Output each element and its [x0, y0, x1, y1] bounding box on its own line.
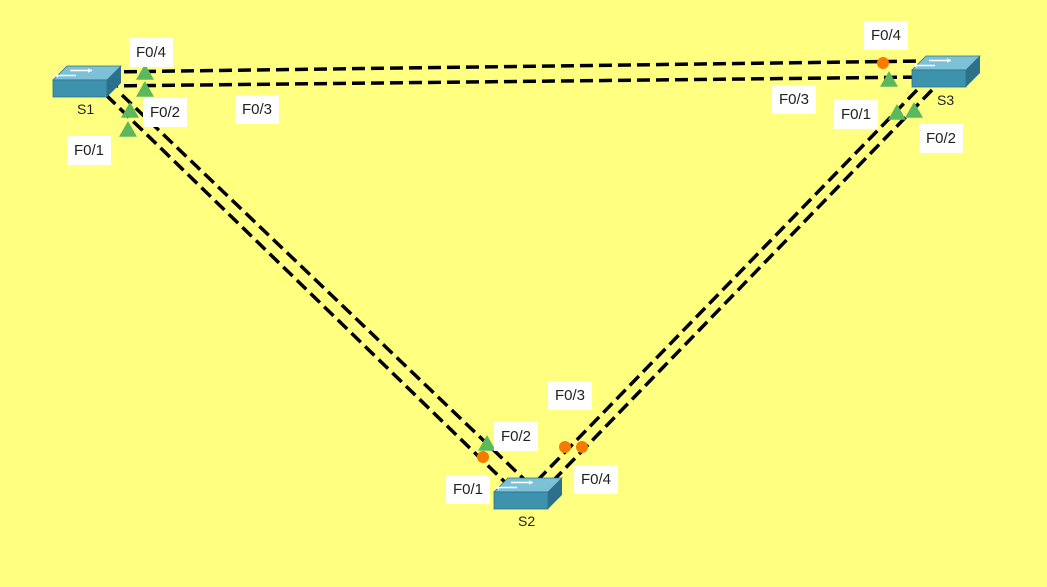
port-label-s2-f04: F0/4	[574, 465, 619, 494]
switch-front-face	[911, 69, 967, 88]
link-up-icon	[478, 435, 496, 451]
link-blocked-icon	[576, 441, 588, 453]
port-label-s2-f02: F0/2	[494, 422, 539, 451]
switch-s1[interactable]	[52, 65, 122, 98]
link-blocked-icon	[477, 451, 489, 463]
switch-front-face	[52, 79, 108, 98]
port-label-s3-f01: F0/1	[834, 100, 879, 129]
switch-arrowhead-icon	[54, 73, 58, 78]
switch-side-face	[548, 478, 562, 509]
switch-label-s2: S2	[518, 513, 536, 529]
link-up-icon	[880, 71, 898, 87]
port-label-s3-f04: F0/4	[864, 21, 909, 50]
link-up-icon	[136, 64, 154, 80]
port-label-s2-f01: F0/1	[446, 475, 491, 504]
switch-s2[interactable]	[493, 477, 563, 510]
switch-arrowhead-icon	[913, 63, 917, 68]
cable-s1-F03-s3-F03[interactable]	[104, 75, 926, 88]
switch-label-s3: S3	[937, 92, 955, 108]
switch-s3[interactable]	[911, 55, 981, 88]
link-up-icon	[888, 104, 906, 120]
cable-s3-F01-s2-F03[interactable]	[531, 88, 919, 487]
port-label-s3-f03: F0/3	[772, 85, 817, 114]
cable-s1-F04-s3-F04[interactable]	[104, 59, 926, 74]
link-up-icon	[119, 121, 137, 137]
port-label-s1-f01: F0/1	[67, 136, 112, 165]
switch-arrowhead-icon	[495, 485, 499, 490]
cable-s3-F02-s2-F04[interactable]	[547, 88, 934, 487]
link-up-icon	[121, 102, 139, 118]
switch-side-face	[107, 66, 121, 97]
switch-front-face	[493, 491, 549, 510]
switch-arrowhead-icon	[529, 480, 533, 485]
link-up-icon	[136, 81, 154, 97]
cable-s1-F02-s2-F02[interactable]	[120, 93, 529, 484]
port-label-s3-f02: F0/2	[919, 124, 964, 153]
port-label-s2-f03: F0/3	[548, 381, 593, 410]
cable-s1-F01-s2-F01[interactable]	[104, 93, 512, 489]
switch-arrowhead-icon	[947, 58, 951, 63]
port-label-s1-s3-f03: F0/3	[235, 95, 280, 124]
link-blocked-icon	[559, 441, 571, 453]
switch-label-s1: S1	[77, 101, 95, 117]
switch-arrowhead-icon	[88, 68, 92, 73]
link-blocked-icon	[877, 57, 889, 69]
port-label-s1-f04: F0/4	[129, 38, 174, 67]
switch-side-face	[966, 56, 980, 87]
port-label-s1-f02: F0/2	[143, 98, 188, 127]
link-up-icon	[905, 102, 923, 118]
